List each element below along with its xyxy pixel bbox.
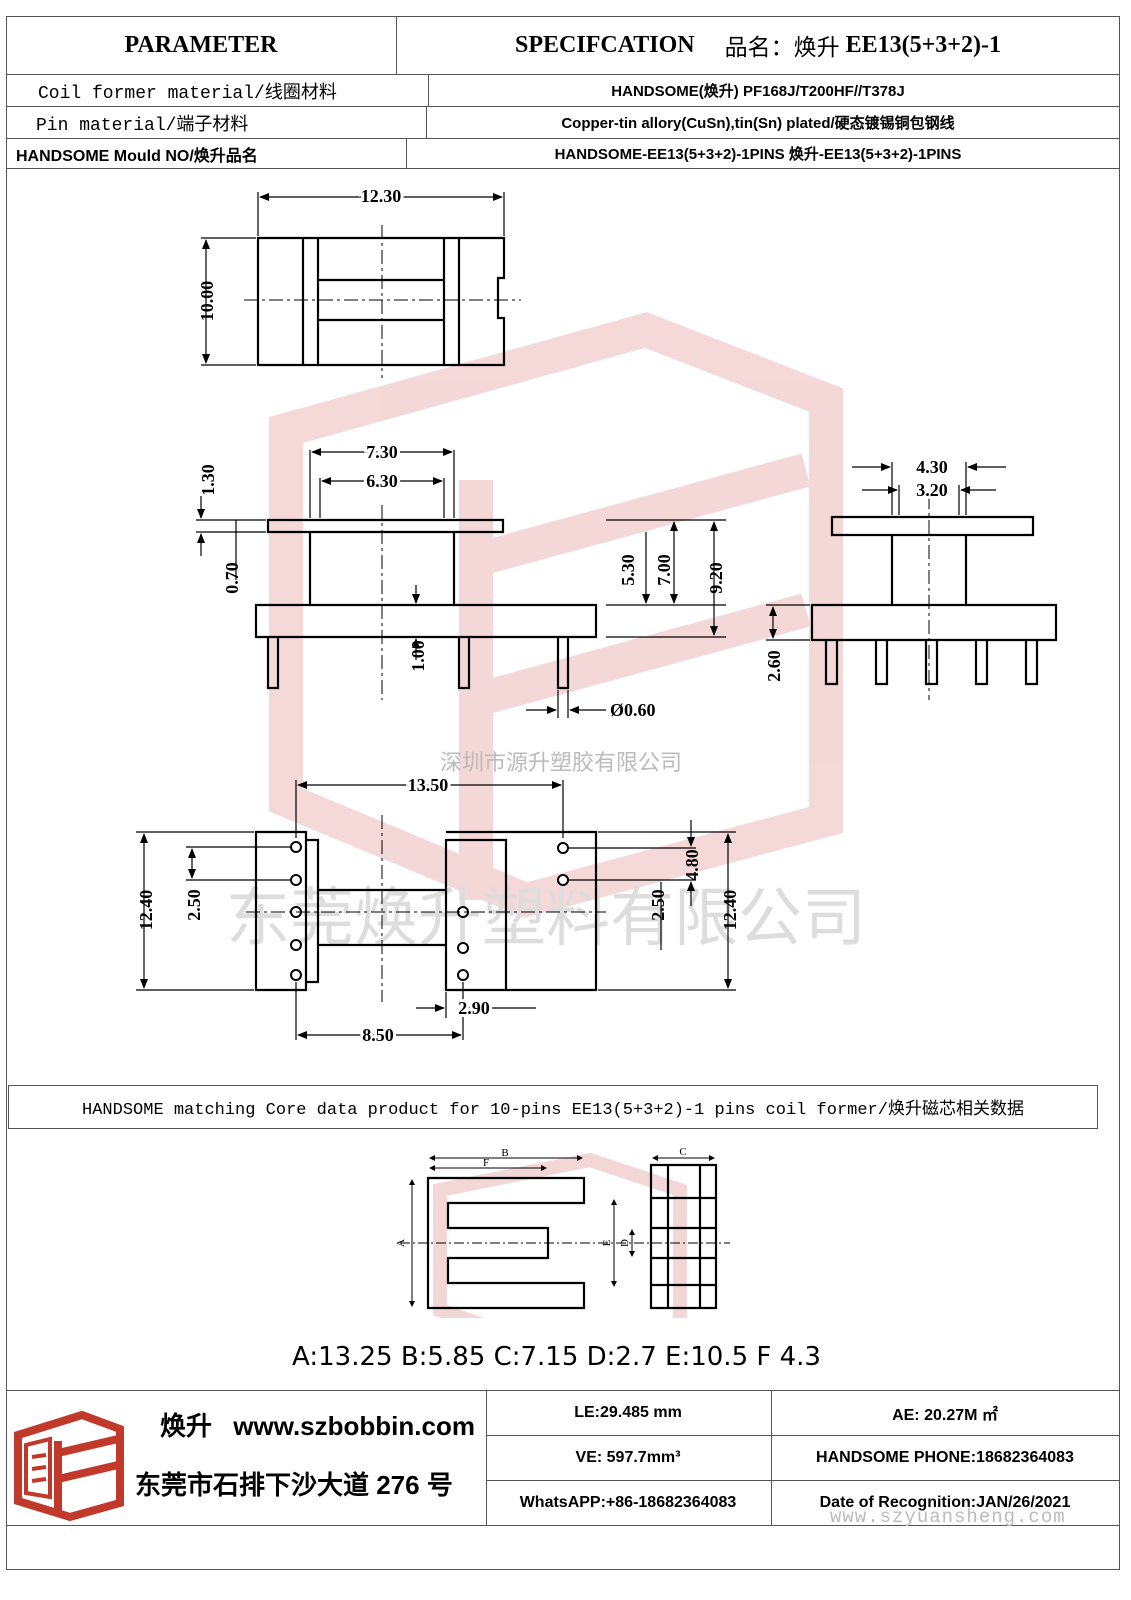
core-label-f: F [483,1157,489,1169]
dim-130: 1.30 [198,464,218,496]
dim-side-320: 3.20 [916,480,948,500]
center-lines [244,225,930,1002]
ae-cell: AE: 20.27M ㎡ [892,1406,998,1424]
technical-drawing: 深圳市源升塑胶有限公司 东莞焕升塑料有限公司 [136,183,1058,1048]
mould-no-value: HANDSOME-EE13(5+3+2)-1PINS 焕升-EE13(5+3+2… [554,146,962,163]
param-value-cell: Copper-tin allory(CuSn),tin(Sn) plated/硬… [396,107,1120,138]
dim-bottom-850: 8.50 [362,1025,394,1045]
top-view-outline [256,236,506,367]
dim-920: 9.20 [706,562,726,594]
core-title-box: HANDSOME matching Core data product for … [8,1085,1098,1129]
coil-material-value: HANDSOME(焕升) PF168J/T200HF//T378J [611,83,905,100]
core-label-d: D [619,1239,631,1247]
dim-bottom-1240-right: 12.40 [720,890,740,931]
dim-070: 0.70 [222,562,242,594]
param-value-cell: HANDSOME(焕升) PF168J/T200HF//T378J [396,75,1120,106]
watermark-logo [269,312,843,918]
dimension-lines [136,192,1006,1040]
core-label-e: E [601,1239,613,1246]
dim-530: 5.30 [618,554,638,586]
product-label: 品名：焕升 [724,34,840,60]
core-dimension-lines [400,1155,730,1307]
header-row: PARAMETER SPECIFCATION 品名：焕升 EE13(5+3+2)… [6,16,1120,75]
dim-bottom-1350: 13.50 [408,775,449,795]
core-title: HANDSOME matching Core data product for … [82,1101,1024,1120]
front-view-outline [254,518,598,690]
dim-630: 6.30 [366,471,398,491]
parameter-header-cell: PARAMETER [6,16,397,74]
dim-bottom-1240-left: 12.40 [136,890,156,931]
core-values: A:13.25 B:5.85 C:7.15 D:2.7 E:10.5 F 4.3 [292,1342,821,1372]
pin-holes [290,841,569,981]
phone-cell: HANDSOME PHONE:18682364083 [816,1448,1074,1466]
pin-material-value: Copper-tin allory(CuSn),tin(Sn) plated/硬… [561,115,955,132]
brand-name: 焕升 [160,1411,213,1441]
footer-top-border [6,1390,1120,1391]
dim-bottom-480: 4.80 [682,849,702,881]
core-drawing: B F C A E D [395,1148,730,1318]
param-row-pin: Pin material/端子材料 Copper-tin allory(CuSn… [6,107,1120,139]
company-address: 东莞市石排下沙大道 276 号 [135,1470,453,1500]
dim-side-430: 4.30 [916,457,948,477]
param-value-cell: HANDSOME-EE13(5+3+2)-1PINS 焕升-EE13(5+3+2… [396,139,1120,168]
param-label-cell: HANDSOME Mould NO/焕升品名 [6,139,407,168]
watermark-text-dongguan: 东莞焕升塑料有限公司 [226,882,866,956]
dim-side-260: 2.60 [764,650,784,682]
dim-730: 7.30 [366,442,398,462]
company-logo [14,1410,124,1522]
le-cell: LE:29.485 mm [574,1403,682,1421]
dim-bottom-290: 2.90 [458,998,490,1018]
core-label-b: B [501,1148,508,1159]
parameter-heading: PARAMETER [124,31,278,58]
dim-bottom-250-right: 2.50 [648,889,668,921]
watermark-text-shenzhen: 深圳市源升塑胶有限公司 [440,751,682,776]
date-cell: Date of Recognition:JAN/26/2021 [819,1493,1071,1511]
param-label-cell: Pin material/端子材料 [6,107,427,138]
param-label-cell: Coil former material/线圈材料 [6,75,429,106]
dimension-labels: 12.30 10.00 7.30 6.30 1.30 0.70 5.30 7.0… [136,183,951,1048]
specification-heading: SPECIFCATION [515,31,695,58]
dim-top-width: 12.30 [361,186,402,206]
mould-no-label: HANDSOME Mould NO/焕升品名 [16,147,258,165]
product-name: EE13(5+3+2)-1 [845,31,1001,58]
pin-material-label: Pin material/端子材料 [36,115,249,136]
footer-grid [486,1390,1120,1525]
whatsapp-cell: WhatsAPP:+86-18682364083 [519,1493,737,1511]
param-row-coil: Coil former material/线圈材料 HANDSOME(焕升) P… [6,75,1120,107]
side-view-outline [810,515,1058,686]
e-core-outline [426,1163,718,1310]
specification-header-cell: SPECIFCATION 品名：焕升 EE13(5+3+2)-1 [396,16,1120,74]
core-letter-labels: B F C A E D [395,1148,687,1247]
document-frame [6,16,1120,1570]
core-label-a: A [395,1239,407,1247]
param-row-mould: HANDSOME Mould NO/焕升品名 HANDSOME-EE13(5+3… [6,139,1120,169]
company-brand: 焕升 www.szbobbin.com [160,1406,475,1443]
core-label-c: C [679,1148,686,1158]
watermark-url: www.szyuansheng.com [830,1506,1066,1528]
ve-cell: VE: 597.7mm³ [575,1448,681,1466]
dim-pin-diameter: Ø0.60 [610,700,656,720]
core-watermark [433,1152,687,1318]
dim-bottom-250-left: 2.50 [184,889,204,921]
coil-material-label: Coil former material/线圈材料 [38,83,337,104]
dim-top-height: 10.00 [197,281,217,322]
footer-bottom-border [6,1525,1120,1526]
dim-100: 1.00 [408,640,428,672]
company-website[interactable]: www.szbobbin.com [233,1411,475,1441]
dim-700: 7.00 [654,554,674,586]
